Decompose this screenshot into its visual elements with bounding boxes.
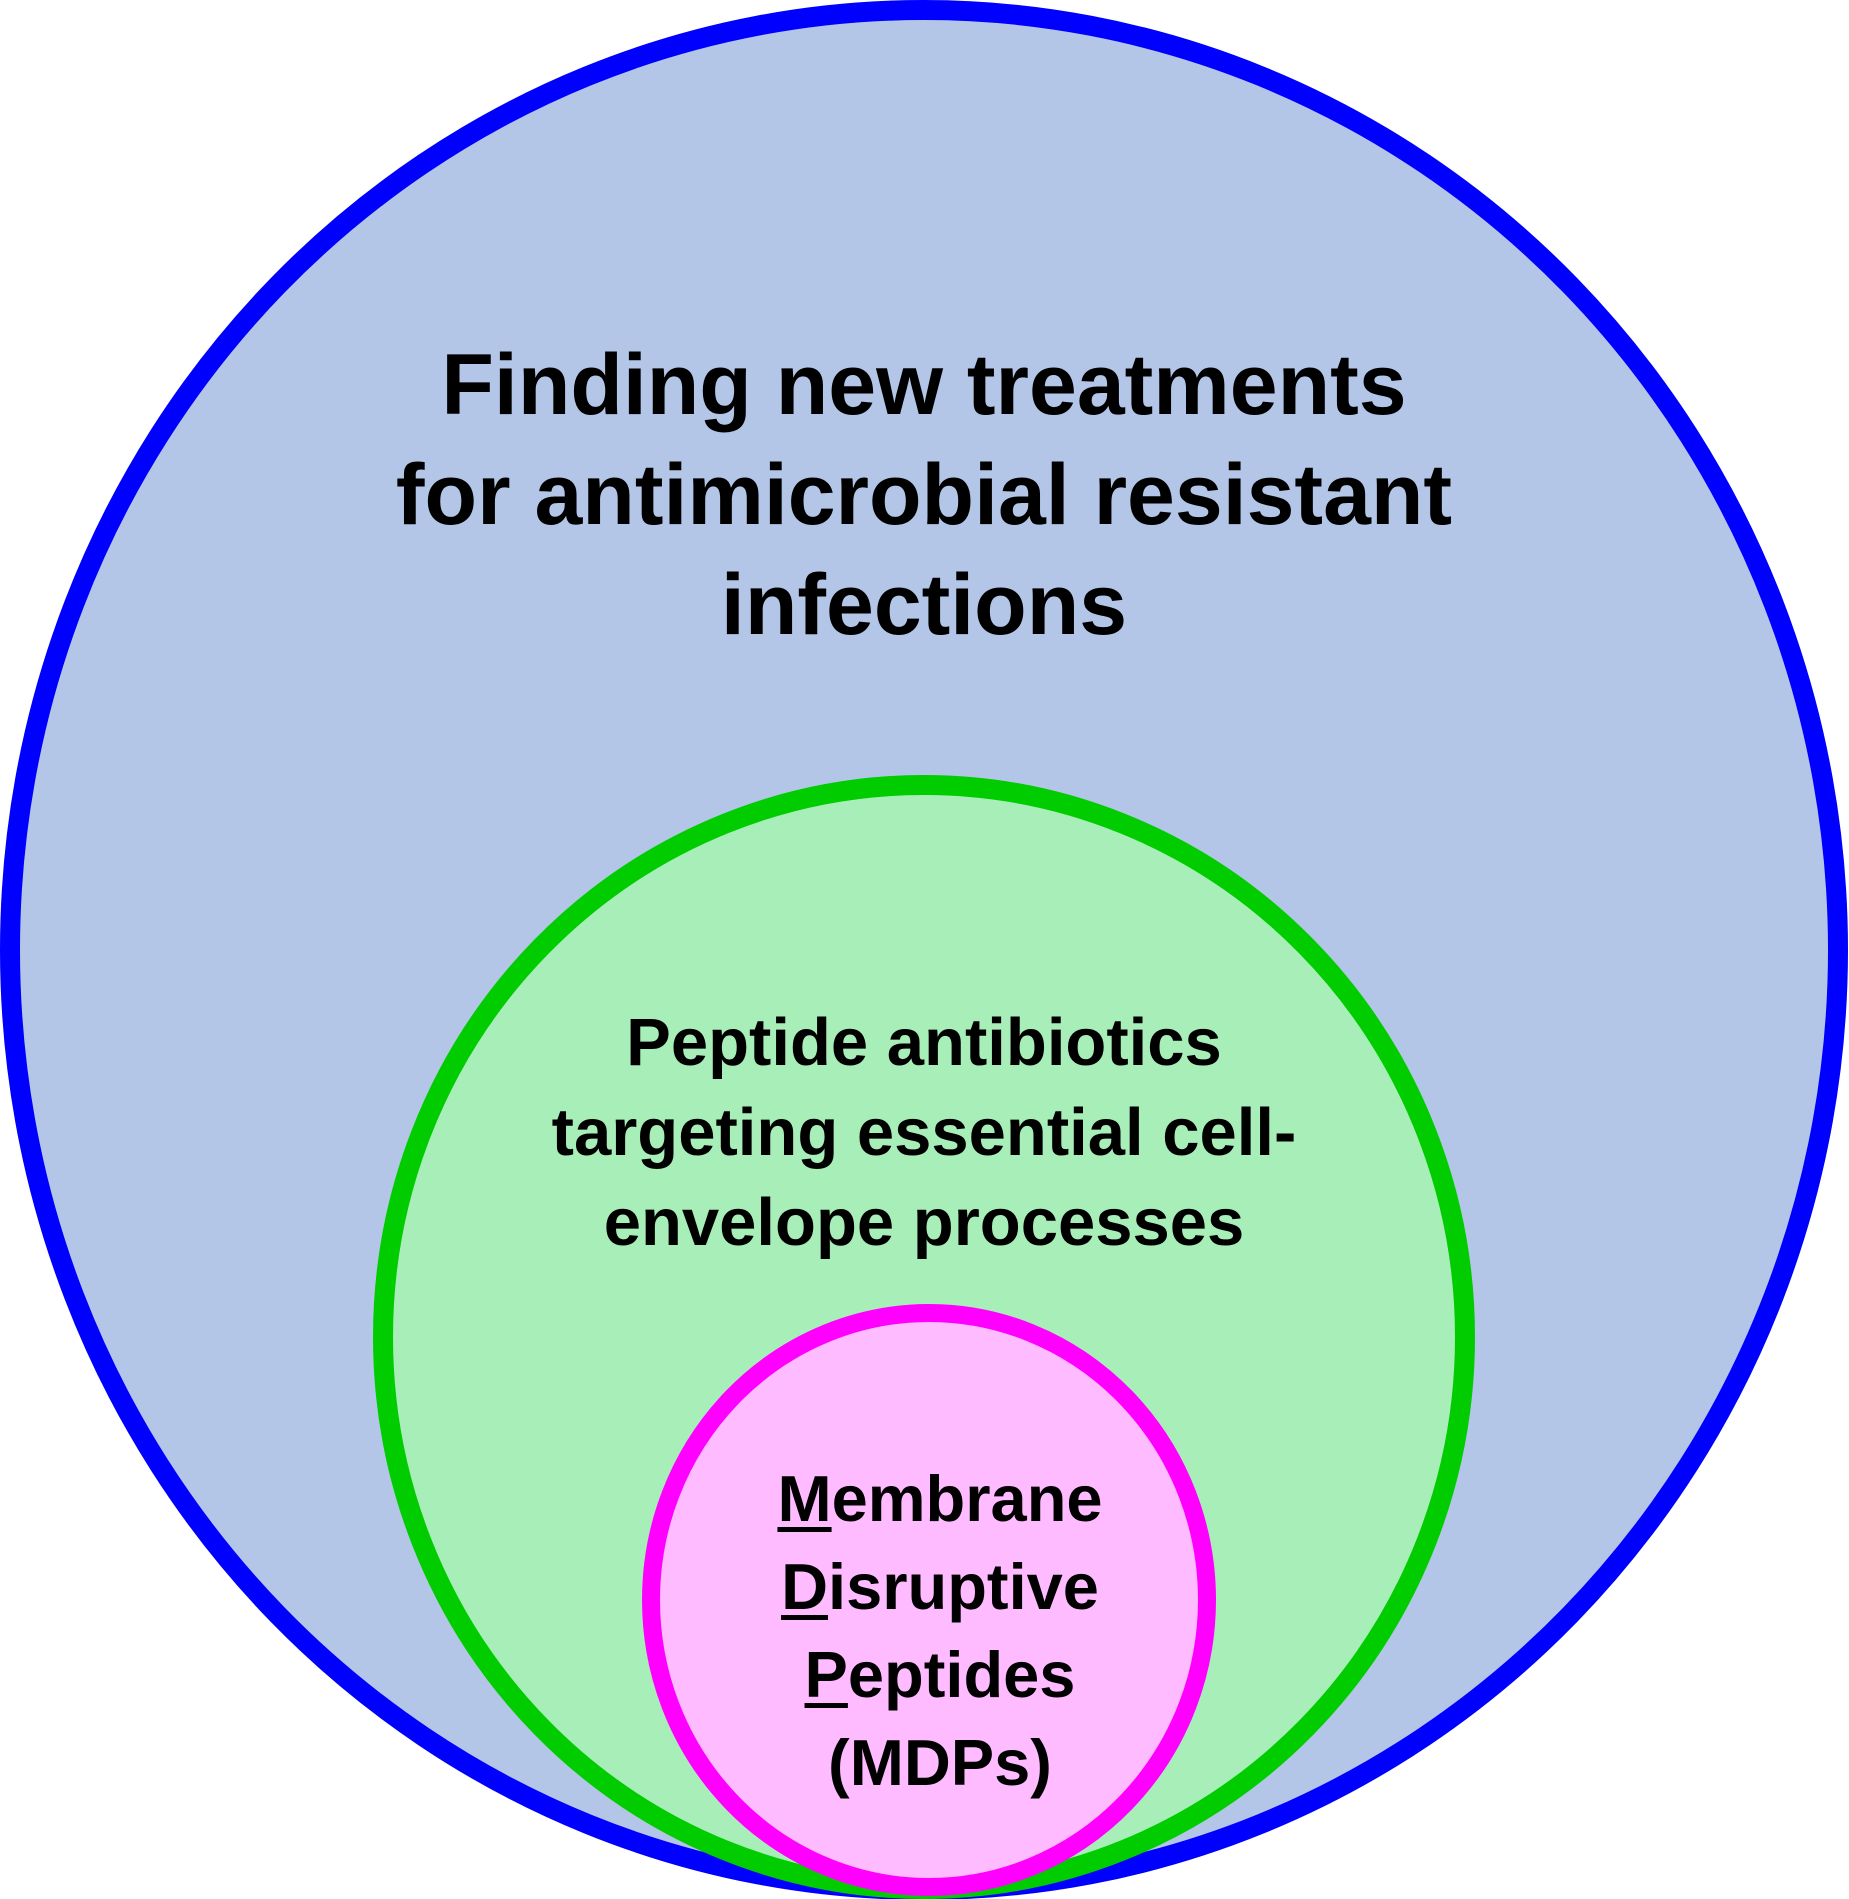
outer-label-line: Finding new treatments bbox=[441, 337, 1407, 433]
acronym-initial-d: D bbox=[781, 1550, 829, 1623]
acronym-rest: embrane bbox=[831, 1462, 1103, 1535]
inner-label-line: Membrane bbox=[700, 1455, 1180, 1543]
middle-circle-label: Peptide antibiotics targeting essential … bbox=[474, 998, 1374, 1268]
inner-label-line: Disruptive bbox=[700, 1543, 1180, 1631]
acronym-initial-p: P bbox=[804, 1638, 848, 1711]
middle-label-line: Peptide antibiotics bbox=[626, 1005, 1222, 1080]
inner-label-line: Peptides bbox=[700, 1631, 1180, 1719]
abbreviation: (MDPs) bbox=[828, 1726, 1052, 1799]
middle-label-line: envelope processes bbox=[603, 1185, 1245, 1260]
acronym-rest: eptides bbox=[847, 1638, 1076, 1711]
inner-circle-label: Membrane Disruptive Peptides (MDPs) bbox=[700, 1455, 1180, 1807]
acronym-initial-m: M bbox=[777, 1462, 832, 1535]
inner-circle bbox=[642, 1304, 1216, 1896]
middle-label-line: targeting essential cell- bbox=[551, 1095, 1297, 1170]
acronym-rest: isruptive bbox=[828, 1550, 1099, 1623]
outer-label-line: for antimicrobial resistant bbox=[395, 447, 1453, 543]
outer-label-line: infections bbox=[720, 557, 1128, 653]
outer-circle-label: Finding new treatments for antimicrobial… bbox=[224, 330, 1624, 660]
